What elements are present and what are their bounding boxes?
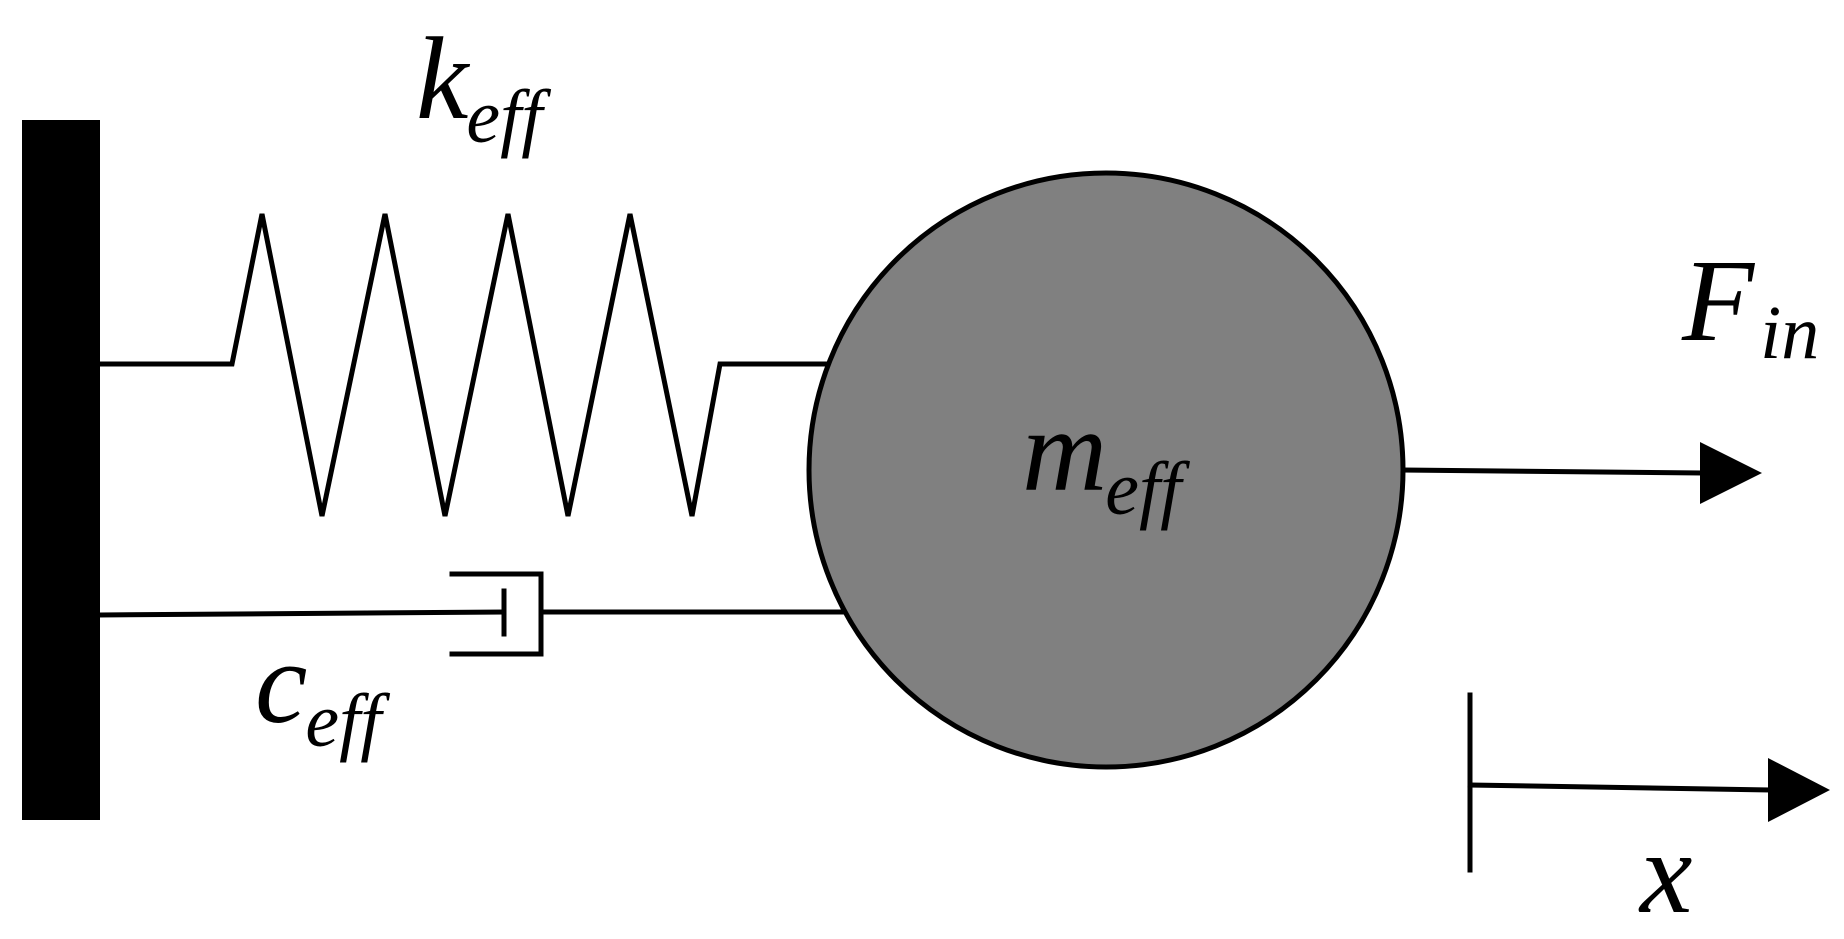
displacement-label: x (1638, 807, 1692, 938)
damper-label: ceff (255, 617, 390, 763)
force-arrow-head (1700, 442, 1762, 504)
force-arrow (1400, 442, 1762, 504)
spring-label: keff (416, 13, 551, 159)
displacement-arrow-head (1768, 758, 1830, 822)
spring (97, 213, 833, 517)
displacement-arrow-shaft (1467, 782, 1771, 793)
mass-label: meff (1022, 385, 1190, 531)
damper (97, 571, 845, 657)
displacement-arrow (1467, 692, 1830, 873)
force-label: Fin (1681, 235, 1819, 375)
force-arrow-shaft (1400, 467, 1703, 476)
damper-rod-left (97, 609, 507, 618)
fixed-wall (22, 120, 100, 820)
